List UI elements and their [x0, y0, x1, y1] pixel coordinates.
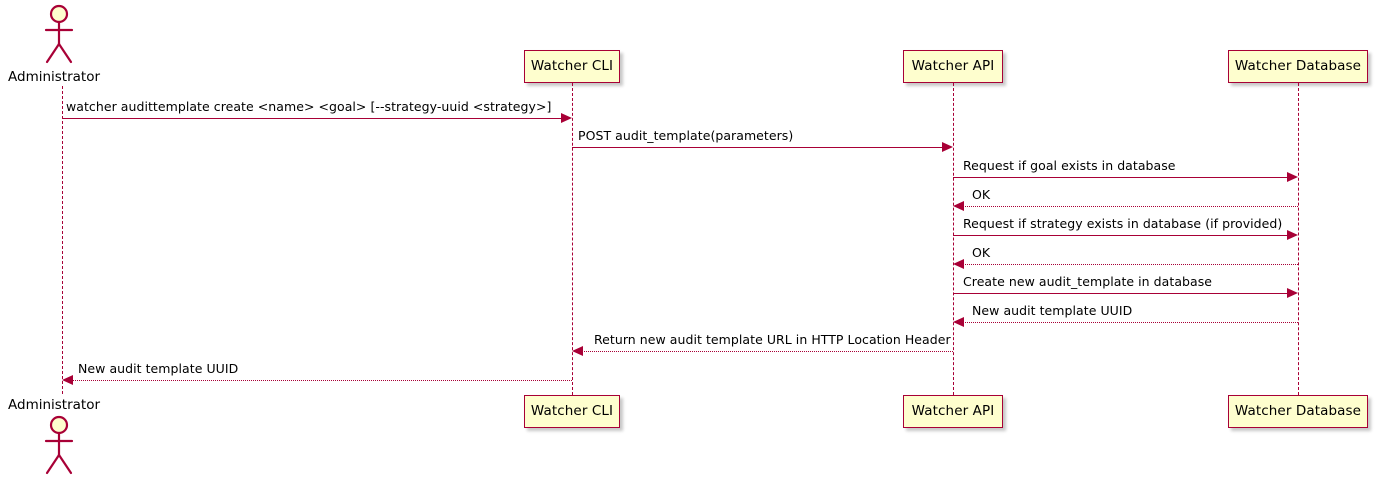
- message-label-1: watcher audittemplate create <name> <goa…: [66, 99, 552, 114]
- message-line-9: [582, 351, 953, 352]
- message-label-2: POST audit_template(parameters): [578, 128, 794, 143]
- message-line-6: [963, 264, 1298, 265]
- message-arrowhead-1: [561, 113, 572, 123]
- lifeline-watcher-cli: [572, 83, 573, 395]
- message-line-10: [72, 380, 572, 381]
- message-label-10: New audit template UUID: [78, 361, 239, 376]
- lifeline-administrator: [62, 86, 63, 394]
- actor-administrator-top: [40, 4, 84, 66]
- message-line-5: [953, 235, 1293, 236]
- message-arrowhead-7: [1287, 288, 1298, 298]
- message-arrowhead-6: [953, 259, 964, 269]
- participant-watcher-api-top[interactable]: Watcher API: [903, 50, 1003, 83]
- message-label-7: Create new audit_template in database: [963, 274, 1213, 289]
- message-line-1: [62, 118, 567, 119]
- participant-watcher-database-top[interactable]: Watcher Database: [1228, 50, 1368, 83]
- message-arrowhead-2: [942, 142, 953, 152]
- message-line-8: [963, 322, 1298, 323]
- message-line-7: [953, 293, 1293, 294]
- message-arrowhead-8: [953, 317, 964, 327]
- message-label-8: New audit template UUID: [972, 303, 1133, 318]
- message-line-3: [953, 177, 1293, 178]
- message-arrowhead-10: [62, 375, 73, 385]
- message-arrowhead-5: [1287, 230, 1298, 240]
- message-label-6: OK: [972, 245, 991, 260]
- message-line-4: [963, 206, 1298, 207]
- participant-watcher-cli-top[interactable]: Watcher CLI: [524, 50, 620, 83]
- actor-label-administrator-bottom: Administrator: [8, 397, 101, 413]
- participant-watcher-database-bottom[interactable]: Watcher Database: [1228, 395, 1368, 428]
- participant-watcher-api-bottom[interactable]: Watcher API: [903, 395, 1003, 428]
- message-arrowhead-4: [953, 201, 964, 211]
- message-label-5: Request if strategy exists in database (…: [963, 216, 1283, 231]
- lifeline-watcher-api: [953, 83, 954, 395]
- participant-watcher-cli-bottom[interactable]: Watcher CLI: [524, 395, 620, 428]
- message-arrowhead-3: [1287, 172, 1298, 182]
- message-line-2: [572, 147, 948, 148]
- message-label-9: Return new audit template URL in HTTP Lo…: [594, 332, 951, 347]
- message-arrowhead-9: [572, 346, 583, 356]
- message-label-4: OK: [972, 187, 991, 202]
- actor-label-administrator-top: Administrator: [8, 69, 101, 85]
- actor-administrator-bottom: [40, 415, 84, 477]
- message-label-3: Request if goal exists in database: [963, 158, 1176, 173]
- lifeline-watcher-database: [1298, 83, 1299, 395]
